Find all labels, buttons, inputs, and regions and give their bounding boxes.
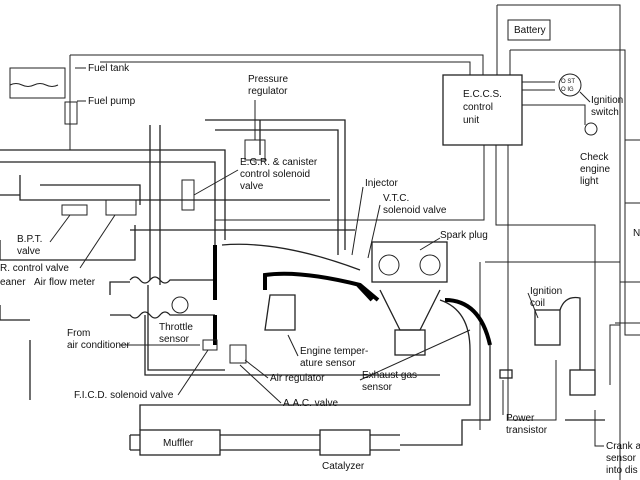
egr-canister-label-1: E.G.R. & canister: [240, 157, 318, 168]
vtc-label-2: solenoid valve: [383, 205, 447, 216]
distributor-icon: [569, 369, 596, 396]
aac-label: A.A.C. valve: [283, 398, 338, 409]
exhaust-gas-label-1: Exhaust gas: [362, 370, 417, 381]
fuel-tank-icon: [9, 67, 66, 99]
egr-canister-label-2: control solenoid: [240, 169, 310, 180]
throttle-sensor-icon: [171, 296, 189, 314]
exhaust-gas-label-2: sensor: [362, 382, 393, 393]
wiring: [69, 4, 640, 480]
egr-canister-solenoid-icon: [181, 179, 195, 211]
ignition-coil-label-1: Ignition: [530, 286, 562, 297]
eccs-control-unit-box: [442, 74, 523, 146]
check-engine-label-3: light: [580, 176, 599, 187]
catalyzer-box: [319, 429, 371, 456]
ignition-switch-label-2: switch: [591, 107, 619, 118]
bpt-label-2: valve: [17, 246, 41, 257]
ignition-switch-icon: [558, 73, 582, 97]
check-engine-label-1: Check: [580, 152, 609, 163]
crank-sensor-label-2: sensor: [606, 453, 637, 464]
egr-control-valve-icon: [105, 199, 137, 216]
eccs-label-3: unit: [463, 115, 479, 126]
vtc-label-1: V.T.C.: [383, 193, 409, 204]
ignition-coil-label-2: coil: [530, 298, 545, 309]
throttle-sensor-label-1: Throttle: [159, 322, 193, 333]
hoses: [0, 119, 440, 400]
air-regulator-label: Air regulator: [270, 373, 325, 384]
ignition-coil-icon: [534, 309, 561, 346]
air-flow-meter-label: Air flow meter: [34, 277, 96, 288]
from-ac-label-1: From: [67, 328, 90, 339]
crank-sensor-label-3: into dis: [606, 465, 638, 476]
edge-label-n: N: [633, 228, 640, 239]
switch-st: O ST: [561, 79, 575, 85]
check-engine-label-2: engine: [580, 164, 610, 175]
catalyzer-label: Catalyzer: [322, 461, 365, 472]
injector-label: Injector: [365, 178, 398, 189]
battery-label: Battery: [514, 25, 546, 36]
power-transistor-icon: [499, 369, 513, 379]
battery-box: [507, 19, 551, 41]
engine-cylinder-head: [356, 241, 448, 356]
check-engine-light-icon: [584, 122, 598, 136]
eccs-label-2: control: [463, 102, 493, 113]
air-cleaner-label: eaner: [0, 277, 26, 288]
eccs-label-1: E.C.C.S.: [463, 89, 502, 100]
muffler-box: [139, 429, 221, 456]
engine-temp-label-2: ature sensor: [300, 358, 356, 369]
leader-lines: [49, 67, 604, 447]
power-transistor-label-1: Power: [506, 413, 535, 424]
from-ac-label-2: air conditioner: [67, 340, 130, 351]
power-transistor-label-2: transistor: [506, 425, 548, 436]
pressure-regulator-label-1: Pressure: [248, 74, 288, 85]
bpt-valve-icon: [61, 204, 88, 216]
ignition-switch-label-1: Ignition: [591, 95, 623, 106]
ficd-solenoid-icon: [202, 339, 218, 351]
fuel-pump-icon: [64, 101, 78, 125]
switch-ig: O IG: [561, 87, 574, 93]
pressure-regulator-label-2: regulator: [248, 86, 288, 97]
throttle-sensor-label-2: sensor: [159, 334, 190, 345]
engine-temp-label-1: Engine temper-: [300, 346, 368, 357]
spark-plug-label: Spark plug: [440, 230, 488, 241]
air-regulator-icon: [229, 344, 247, 364]
muffler-label: Muffler: [163, 438, 194, 449]
exhaust-manifold: [444, 298, 492, 346]
crank-sensor-label-1: Crank a: [606, 441, 640, 452]
ficd-label: F.I.C.D. solenoid valve: [74, 390, 174, 401]
fuel-tank-label: Fuel tank: [88, 63, 130, 74]
bpt-label-1: B.P.T.: [17, 234, 42, 245]
egr-control-label: R. control valve: [0, 263, 69, 274]
fuel-pump-label: Fuel pump: [88, 96, 136, 107]
egr-canister-label-3: valve: [240, 181, 264, 192]
